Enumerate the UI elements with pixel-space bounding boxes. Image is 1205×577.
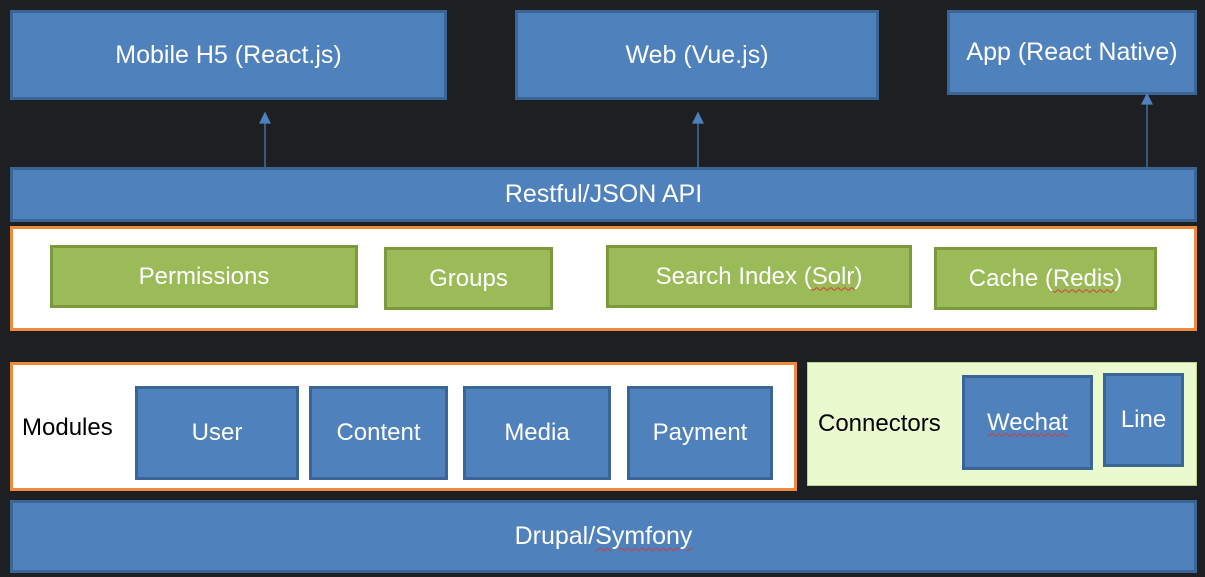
module-content: Content	[309, 386, 448, 480]
service-search-index: Search Index (Solr)	[606, 245, 912, 308]
connector-line-label: Line	[1120, 406, 1167, 433]
arrowhead-mobile-icon	[259, 111, 271, 124]
client-app: App (React Native)	[947, 10, 1197, 95]
module-media-label: Media	[504, 419, 570, 446]
client-web: Web (Vue.js)	[515, 10, 879, 100]
modules-label-text: Modules	[22, 414, 113, 441]
service-groups: Groups	[384, 247, 553, 310]
service-permissions-label: Permissions	[138, 262, 270, 290]
base-tech: Symfony	[595, 522, 693, 550]
cache-tech: Redis	[1052, 264, 1115, 292]
connector-line: Line	[1103, 373, 1184, 467]
module-user-label: User	[191, 419, 243, 446]
module-user: User	[135, 386, 299, 480]
cache-prefix: Cache (	[968, 264, 1053, 292]
arrowhead-web-icon	[692, 111, 704, 124]
connector-wechat: Wechat	[962, 375, 1093, 470]
connectors-label-text: Connectors	[818, 410, 941, 437]
search-tech: Solr	[811, 262, 855, 290]
client-web-label: Web (Vue.js)	[625, 40, 769, 69]
api-layer-label: Restful/JSON API	[504, 180, 703, 208]
client-app-label: App (React Native)	[966, 38, 1178, 66]
modules-label: Modules	[22, 398, 132, 458]
api-layer: Restful/JSON API	[10, 167, 1197, 222]
arrowhead-app-icon	[1141, 92, 1153, 105]
search-suffix: )	[854, 262, 863, 290]
service-cache-label: Cache (Redis)	[969, 265, 1122, 293]
module-payment: Payment	[627, 386, 773, 480]
service-groups-label: Groups	[429, 264, 508, 292]
service-cache: Cache (Redis)	[934, 247, 1157, 310]
service-search-index-label: Search Index (Solr)	[656, 263, 863, 291]
client-mobile-h5-label: Mobile H5 (React.js)	[115, 40, 342, 69]
module-payment-label: Payment	[652, 419, 748, 446]
client-mobile-h5: Mobile H5 (React.js)	[10, 10, 447, 100]
module-media: Media	[463, 386, 611, 480]
connector-wechat-label: Wechat	[987, 408, 1068, 436]
base-prefix: Drupal/	[514, 522, 596, 550]
base-layer: Drupal/Symfony	[10, 500, 1197, 573]
base-layer-label: Drupal/Symfony	[515, 522, 693, 551]
search-prefix: Search Index (	[655, 262, 812, 290]
module-content-label: Content	[336, 419, 421, 446]
service-permissions: Permissions	[50, 245, 358, 308]
connectors-label: Connectors	[818, 394, 958, 454]
cache-suffix: )	[1114, 264, 1123, 292]
